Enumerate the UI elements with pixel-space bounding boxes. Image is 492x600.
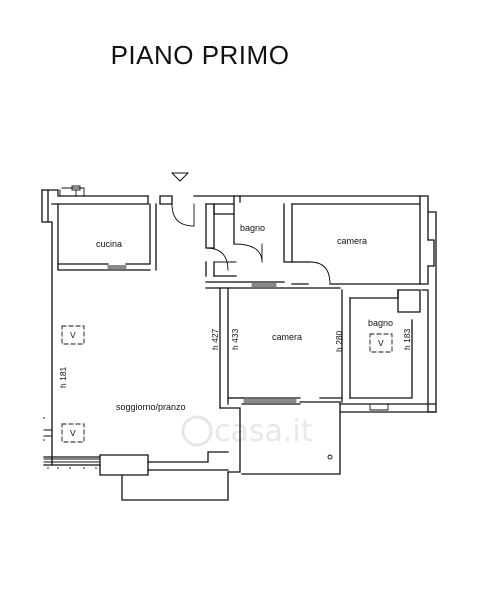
- vent-marker-2: V: [70, 428, 76, 438]
- height-label-280: h 280: [334, 330, 344, 352]
- windows: [43, 187, 389, 463]
- room-label-soggiorno: soggiorno/pranzo: [116, 402, 186, 412]
- vent-marker-1: V: [70, 330, 76, 340]
- room-label-camera-mid: camera: [272, 332, 302, 342]
- watermark-logo-icon: [181, 415, 213, 447]
- room-label-camera-top: camera: [337, 236, 367, 246]
- entrance-arrow-icon: [170, 172, 190, 182]
- watermark: casa.it: [181, 414, 313, 449]
- height-label-427: h 427: [210, 328, 220, 350]
- height-label-183: h 183: [402, 328, 412, 350]
- fixtures: [71, 185, 333, 460]
- floor-title: PIANO PRIMO: [110, 40, 290, 70]
- vent-markers: V V V: [70, 330, 384, 438]
- height-label-181: h 181: [58, 366, 68, 388]
- doors: [171, 203, 331, 285]
- vent-boxes: [61, 325, 393, 443]
- vent-marker-3: V: [378, 338, 384, 348]
- room-label-bagno-top: bagno: [240, 223, 265, 233]
- height-label-433: h 433: [230, 328, 240, 350]
- room-label-cucina: cucina: [96, 239, 122, 249]
- height-labels: h 181 h 427 h 433 h 280 h 183: [58, 328, 412, 388]
- room-label-bagno-right: bagno: [368, 318, 393, 328]
- watermark-text: casa.it: [214, 414, 313, 449]
- balcony-dots: [43, 417, 97, 469]
- room-labels: cucina bagno camera camera bagno soggior…: [96, 223, 393, 412]
